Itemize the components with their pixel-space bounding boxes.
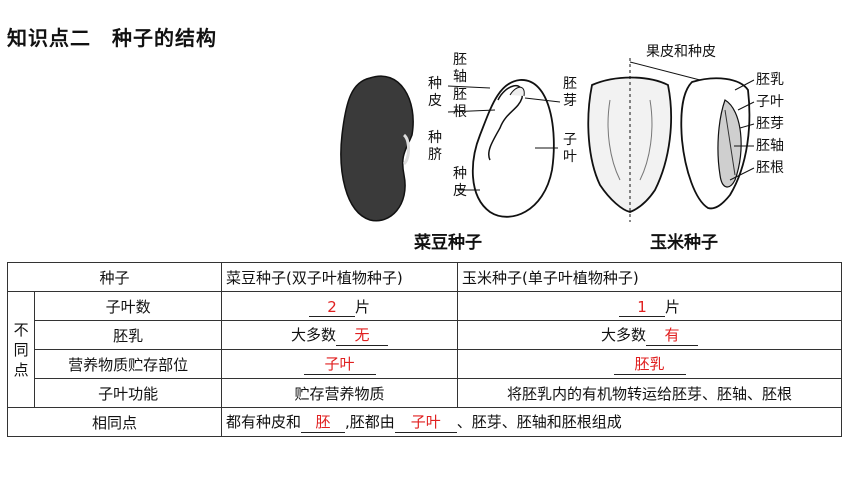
caption-corn-seed: 玉米种子 xyxy=(650,233,718,253)
table-row: 子叶功能 贮存营养物质 将胚乳内的有机物转运给胚芽、胚轴、胚根 xyxy=(8,378,842,408)
same-points: 都有种皮和胚,胚都由子叶、胚芽、胚轴和胚根组成 xyxy=(221,407,842,437)
label-bean-plumule: 胚芽 xyxy=(563,76,577,109)
bean-endosperm: 大多数无 xyxy=(221,320,458,350)
corn-endosperm: 大多数有 xyxy=(457,320,842,350)
answer-blank: 无 xyxy=(336,324,388,346)
label-corn-radicle: 胚根 xyxy=(756,160,784,176)
bean-hilum xyxy=(402,133,410,166)
answer-blank: 子叶 xyxy=(394,411,457,433)
bean-plumule xyxy=(509,86,525,97)
row-label-cotyledon-function: 子叶功能 xyxy=(34,378,222,408)
answer-blank: 2 xyxy=(308,298,355,317)
seed-structure-figure: 种皮 种脐 胚轴 胚根 胚芽 子叶 种皮 果皮和种皮 胚乳 子叶 胚芽 胚轴 胚… xyxy=(330,40,800,255)
bean-cotyledon-function: 贮存营养物质 xyxy=(221,378,458,408)
label-bean-cotyledon: 子叶 xyxy=(563,132,577,165)
header-corn: 玉米种子(单子叶植物种子) xyxy=(457,262,842,292)
seed-comparison-table: 种子 菜豆种子(双子叶植物种子) 玉米种子(单子叶植物种子) 不同点 子叶数 2… xyxy=(6,262,842,437)
answer-blank: 胚 xyxy=(301,411,346,433)
row-label-endosperm: 胚乳 xyxy=(34,320,222,350)
table-row: 相同点 都有种皮和胚,胚都由子叶、胚芽、胚轴和胚根组成 xyxy=(7,407,842,437)
diff-label: 不同点 xyxy=(6,291,36,408)
page-title: 知识点二 种子的结构 xyxy=(7,26,217,50)
label-seed-coat-left: 种皮 xyxy=(428,76,442,109)
answer-blank: 1 xyxy=(618,298,665,317)
table-row: 胚乳 大多数无 大多数有 xyxy=(8,320,842,350)
header-bean: 菜豆种子(双子叶植物种子) xyxy=(221,262,458,292)
table-row: 营养物质贮存部位 子叶 胚乳 xyxy=(8,349,842,379)
bean-seed-interior xyxy=(471,79,555,218)
corn-cotyledon-function: 将胚乳内的有机物转运给胚芽、胚轴、胚根 xyxy=(457,378,842,408)
label-bean-embryo-axis: 胚轴 xyxy=(453,52,467,85)
bean-storage: 子叶 xyxy=(221,349,458,379)
label-corn-cotyledon: 子叶 xyxy=(756,94,784,110)
label-endosperm: 胚乳 xyxy=(756,72,784,88)
answer-blank: 有 xyxy=(646,324,698,346)
row-label-cotyledon-count: 子叶数 xyxy=(34,291,222,321)
corn-embryo xyxy=(717,99,742,188)
label-pericarp: 果皮和种皮 xyxy=(646,44,716,60)
row-label-same: 相同点 xyxy=(7,407,222,437)
bean-seed-exterior xyxy=(340,75,414,222)
label-bean-radicle: 胚根 xyxy=(453,87,467,120)
header-seed: 种子 xyxy=(7,262,222,292)
label-corn-plumule: 胚芽 xyxy=(756,116,784,132)
answer-blank: 子叶 xyxy=(303,353,376,375)
label-corn-embryo-axis: 胚轴 xyxy=(756,138,784,154)
bean-embryo xyxy=(488,85,523,161)
label-seed-coat-bottom: 种皮 xyxy=(453,166,467,199)
seed-diagrams xyxy=(340,58,755,222)
row-label-storage: 营养物质贮存部位 xyxy=(34,349,222,379)
label-hilum: 种脐 xyxy=(428,130,442,163)
corn-storage: 胚乳 xyxy=(457,349,842,379)
caption-bean-seed: 菜豆种子 xyxy=(414,233,482,253)
answer-blank: 胚乳 xyxy=(613,353,686,375)
table-header-row: 种子 菜豆种子(双子叶植物种子) 玉米种子(单子叶植物种子) xyxy=(7,262,842,292)
